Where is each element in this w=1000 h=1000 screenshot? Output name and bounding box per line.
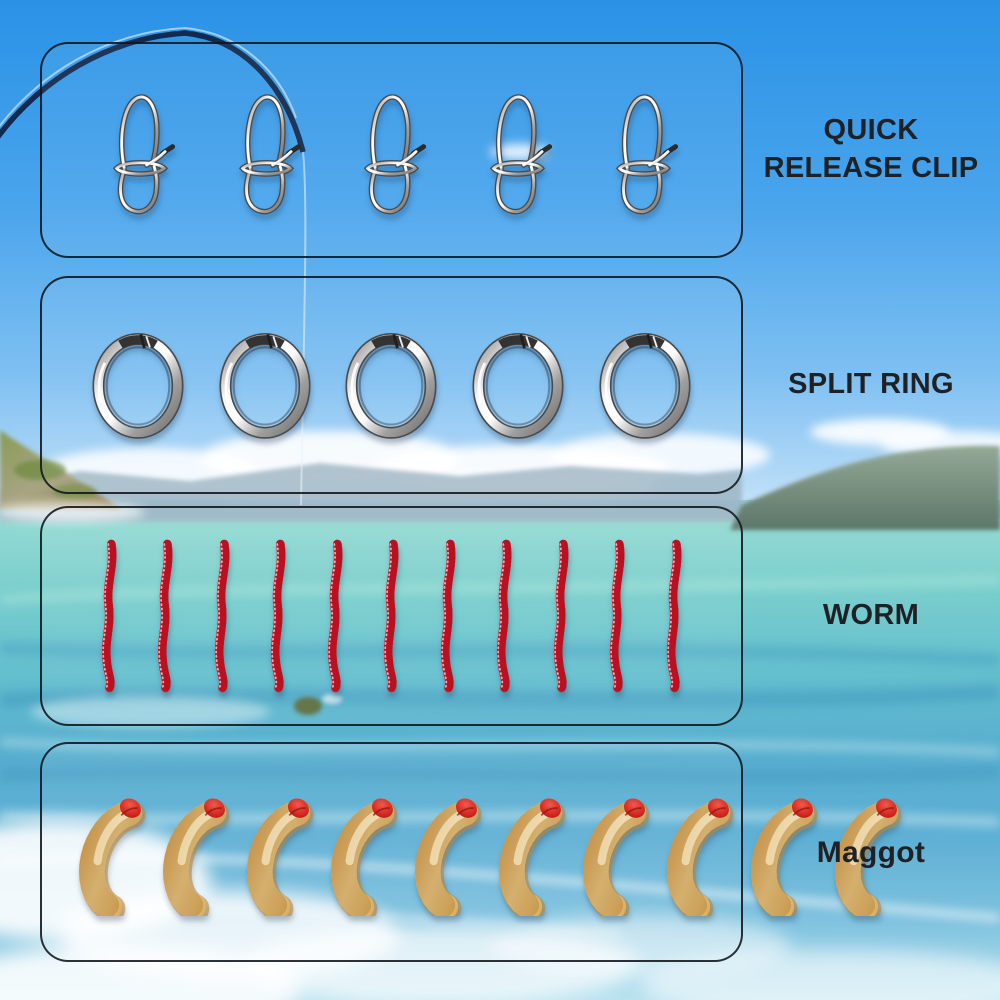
split-ring-item bbox=[467, 328, 569, 442]
maggot-item bbox=[240, 788, 324, 916]
worm-item bbox=[491, 532, 518, 700]
label-maggot: Maggot bbox=[742, 742, 1000, 962]
worm-item bbox=[435, 532, 462, 700]
label-line: Maggot bbox=[816, 835, 926, 869]
worm-items-row bbox=[42, 508, 741, 724]
worm-item bbox=[661, 532, 688, 700]
panel-worm bbox=[40, 506, 743, 726]
clip-item bbox=[597, 84, 689, 216]
maggot-items-row bbox=[42, 744, 741, 960]
split-ring-item bbox=[340, 328, 442, 442]
split-ring-item bbox=[214, 328, 316, 442]
maggot-item bbox=[492, 788, 576, 916]
label-quick-release-clip: QUICK RELEASE CLIP bbox=[742, 42, 1000, 258]
split-ring-item bbox=[594, 328, 696, 442]
worm-item bbox=[604, 532, 631, 700]
clip-items-row bbox=[42, 44, 741, 256]
clip-item bbox=[345, 84, 437, 216]
maggot-item bbox=[408, 788, 492, 916]
panel-quick-release-clip bbox=[40, 42, 743, 258]
worm-item bbox=[152, 532, 179, 700]
worm-item bbox=[378, 532, 405, 700]
maggot-item bbox=[660, 788, 744, 916]
label-line: QUICK bbox=[823, 114, 919, 147]
worm-item bbox=[322, 532, 349, 700]
label-line: RELEASE CLIP bbox=[763, 152, 979, 184]
panel-maggot bbox=[40, 742, 743, 962]
worm-item bbox=[265, 532, 292, 700]
clip-item bbox=[220, 84, 312, 216]
worm-item bbox=[209, 532, 236, 700]
worm-item bbox=[96, 532, 123, 700]
split-ring-items-row bbox=[42, 278, 741, 492]
label-split-ring: SPLIT RING bbox=[742, 276, 1000, 494]
label-line: WORM bbox=[822, 599, 920, 632]
maggot-item bbox=[156, 788, 240, 916]
clip-item bbox=[471, 84, 563, 216]
label-line: SPLIT RING bbox=[788, 368, 954, 401]
maggot-item bbox=[324, 788, 408, 916]
panel-split-ring bbox=[40, 276, 743, 494]
worm-item bbox=[548, 532, 575, 700]
maggot-item bbox=[72, 788, 156, 916]
maggot-item bbox=[576, 788, 660, 916]
label-worm: WORM bbox=[742, 506, 1000, 726]
foam bbox=[0, 694, 1000, 1000]
split-ring-item bbox=[87, 328, 189, 442]
clip-item bbox=[94, 84, 186, 216]
